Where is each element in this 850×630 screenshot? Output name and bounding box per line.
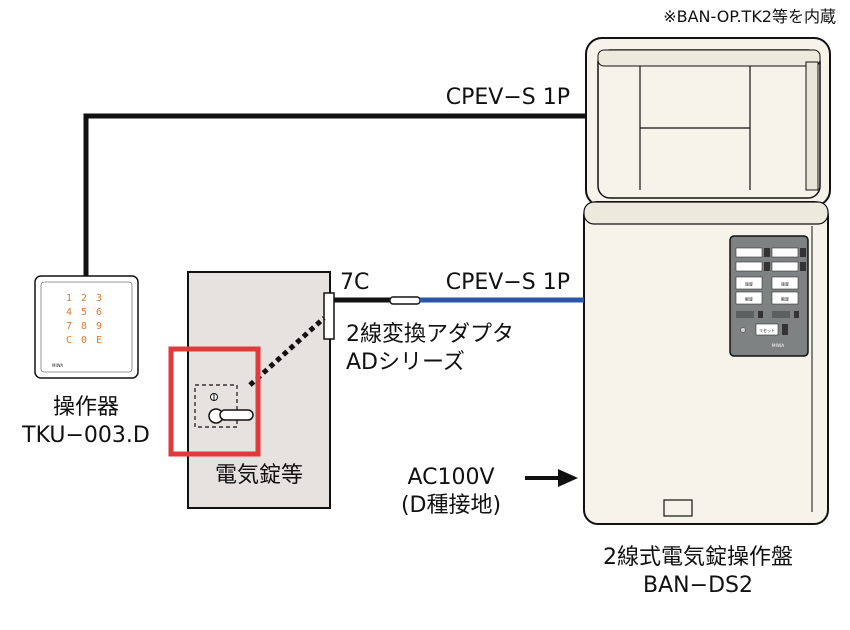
operator-name: 操作器: [53, 395, 119, 420]
reset-button[interactable]: [755, 323, 779, 336]
lock-button-1-label: 施錠: [745, 281, 753, 287]
power-label-1: AC100V: [407, 465, 494, 490]
note-top: ※BAN-OP.TK2等を内蔵: [663, 7, 836, 26]
adapter-label-2: ADシリーズ: [346, 350, 465, 375]
key-6[interactable]: 6: [96, 307, 102, 318]
key-e[interactable]: E: [96, 335, 102, 346]
reset-button-label: リセット: [759, 328, 775, 333]
lock-button-2[interactable]: [771, 276, 799, 290]
unlock-button-1[interactable]: [735, 291, 763, 305]
reset-indicator: [782, 324, 788, 335]
lock-button-1[interactable]: [735, 276, 763, 290]
operator-device: 1 2 3 4 5 6 7 8 9 C 0 E MIWA: [34, 275, 139, 379]
lock-mortise: [194, 384, 238, 428]
unlock-button-2[interactable]: [771, 291, 799, 305]
lock-label: 電気錠等: [215, 463, 303, 488]
panel-model: BAN−DS2: [643, 573, 753, 598]
key-2[interactable]: 2: [81, 293, 87, 304]
power-label-2: (D種接地): [401, 493, 501, 518]
status-indicators: [736, 311, 799, 318]
panel-cabinet: 施錠 解錠 施錠 解錠 リセット MIWA: [583, 201, 829, 525]
panel-name: 2線式電気錠操作盤: [603, 545, 793, 570]
internal-wiring: [248, 316, 326, 387]
key-7[interactable]: 7: [66, 321, 72, 332]
panel-brand: MIWA: [772, 343, 785, 349]
lock-terminal: [323, 292, 335, 340]
key-9[interactable]: 9: [96, 321, 102, 332]
top-cabinet: [585, 37, 831, 207]
cables: [83, 113, 586, 487]
key-0[interactable]: 0: [81, 335, 87, 346]
lock-box: [168, 271, 335, 509]
key-4[interactable]: 4: [66, 307, 72, 318]
key-c[interactable]: C: [66, 335, 72, 346]
unlock-button-1-label: 解錠: [745, 296, 753, 302]
adapter-label-1: 2線変換アダプタ: [346, 322, 514, 347]
key-5[interactable]: 5: [81, 307, 87, 318]
panel-latch: [663, 499, 693, 517]
door-handle-icon: [208, 408, 254, 424]
top-cable-label: CPEV−S 1P: [446, 85, 570, 110]
key-8[interactable]: 8: [81, 321, 87, 332]
core-label: 7C: [340, 270, 369, 295]
key-3[interactable]: 3: [96, 293, 102, 304]
top-cable: [83, 113, 586, 276]
lock-button-2-label: 施錠: [781, 281, 789, 287]
operator-model: TKU−003.D: [21, 423, 150, 448]
highlight-box: [168, 346, 261, 457]
key-1[interactable]: 1: [66, 293, 72, 304]
mid-cable-label: CPEV−S 1P: [446, 270, 570, 295]
indicator-lamps: [735, 247, 806, 272]
unlock-button-2-label: 解錠: [781, 296, 789, 302]
arrow-head-icon: [558, 469, 578, 487]
operator-brand: MIWA: [52, 363, 63, 368]
adapter-body: [389, 296, 421, 305]
power-lamp: [740, 327, 746, 333]
